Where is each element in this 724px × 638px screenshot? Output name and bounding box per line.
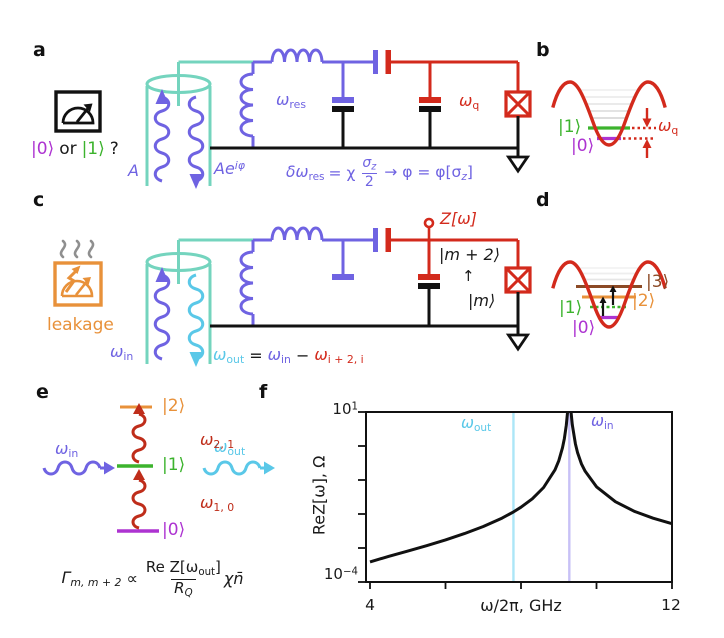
higher-levels — [577, 267, 641, 281]
output-wave-arrow — [187, 95, 205, 189]
up-arrow-glyph: ↑ — [462, 267, 475, 285]
panel-letter-b: b — [536, 39, 550, 61]
gauge-lightning-icon — [53, 261, 103, 307]
ket-1-label: |1⟩ — [559, 298, 583, 318]
impedance-label: Z[ω] — [440, 209, 477, 228]
panel-letter-f: f — [259, 381, 268, 403]
qubit-gap-annotation — [623, 108, 656, 158]
panel-letter-d: d — [536, 189, 550, 211]
gauge-icon — [54, 90, 102, 133]
w21-transition-label: ω2, 1 — [200, 430, 235, 452]
ket-2-label: |2⟩ — [162, 396, 186, 416]
measurement-question: |0⟩ or |1⟩ ? — [31, 139, 119, 159]
or-text: or — [59, 139, 77, 159]
dispersive-shift-equation: δωres = χ σz 2 → φ = φ[σz] — [286, 155, 473, 191]
input-frequency-label: ωin — [55, 439, 79, 461]
ket-0: |0⟩ — [31, 139, 55, 159]
ket-0-label: |0⟩ — [572, 318, 596, 338]
input-frequency-label: ωin — [110, 342, 134, 364]
qubit-frequency-label: ωq — [459, 91, 480, 113]
josephson-junction-icon — [504, 266, 532, 294]
josephson-junction-icon — [504, 90, 532, 118]
output-frequency-label: ωout — [214, 437, 246, 459]
y-tick-top: 101 — [332, 400, 358, 418]
leakage-label: leakage — [47, 315, 114, 335]
ket-m-plus-2-label: |m + 2⟩ — [439, 245, 500, 264]
w10-transition-label: ω1, 0 — [200, 493, 235, 515]
win-marker-label: ωin — [591, 412, 614, 432]
y-tick-bottom: 10−4 — [323, 565, 358, 583]
impedance-plot — [358, 411, 673, 589]
impedance-port-icon — [423, 217, 435, 229]
x-tick-left: 4 — [365, 596, 375, 614]
qubit-network — [385, 50, 532, 118]
w10-wave-arrow — [131, 469, 147, 530]
ket-2-label: |2⟩ — [632, 291, 656, 311]
heat-waves-icon — [59, 239, 95, 259]
resonator-frequency-label: ωres — [276, 90, 306, 112]
output-wave-arrow — [187, 273, 205, 367]
panel-letter-c: c — [33, 189, 45, 211]
input-wave-arrow — [153, 89, 171, 183]
amplitude-out-label: Aeiφ — [214, 159, 245, 178]
ket-1: |1⟩ — [81, 139, 105, 159]
two-photon-transition-arrows — [599, 285, 617, 316]
w21-wave-arrow — [131, 403, 147, 464]
win-wave-arrow — [42, 460, 115, 476]
x-axis-label: ω/2π, GHz — [480, 596, 562, 615]
question-mark: ? — [109, 139, 119, 159]
x-tick-right: 12 — [661, 596, 681, 614]
ket-0-label: |0⟩ — [571, 136, 595, 156]
ket-1-label: |1⟩ — [162, 455, 186, 475]
input-wave-arrow — [153, 267, 171, 361]
ket-m-label: |m⟩ — [468, 291, 496, 310]
resonator-network — [239, 48, 378, 148]
resonator-network — [239, 226, 378, 326]
wout-wave-arrow — [202, 460, 275, 476]
higher-levels — [579, 89, 639, 119]
panel-letter-a: a — [33, 39, 46, 61]
frequency-conversion-equation: ωout = ωin − ωi + 2, i — [213, 345, 364, 367]
transmission-line-cylinder — [145, 238, 253, 364]
plot-frame — [365, 411, 673, 583]
wout-marker-label: ωout — [461, 414, 492, 434]
panel-e-levels — [42, 403, 275, 533]
leakage-rate-formula: Γm, m + 2 ∝ Re Z[ωout] RQ χn̄ — [61, 558, 244, 599]
amplitude-in-label: A — [128, 161, 139, 180]
ground-icon — [505, 333, 531, 352]
ket-3-label: |3⟩ — [646, 272, 670, 292]
ground-icon — [505, 155, 531, 174]
ket-1-label: |1⟩ — [558, 117, 582, 137]
qubit-gap-label: ωq — [658, 116, 679, 138]
ket-0-label: |0⟩ — [162, 520, 186, 540]
y-axis-label: ReZ[ω], Ω — [309, 455, 329, 536]
panel-letter-e: e — [36, 381, 49, 403]
